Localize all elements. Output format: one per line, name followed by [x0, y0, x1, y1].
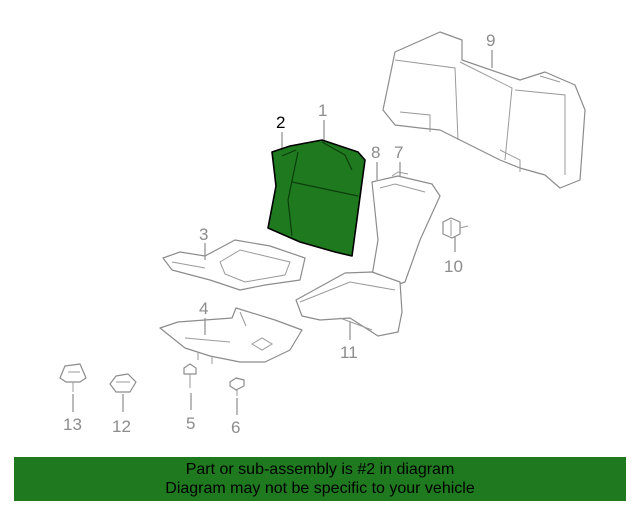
- part-12-retainer: [109, 373, 137, 393]
- callout-2: 2: [276, 113, 285, 132]
- part-10-bolt: [442, 217, 469, 239]
- callout-numbers: 1 2 3 4 5 6 7 8 9 10 11 12 13: [63, 31, 495, 437]
- callout-8: 8: [371, 143, 380, 162]
- callout-12: 12: [112, 417, 131, 436]
- callout-1: 1: [318, 101, 327, 120]
- part-6-fastener: [229, 377, 245, 396]
- part-9-seat-frame: [382, 31, 586, 189]
- part-3-seat-cushion-pad: [162, 239, 306, 291]
- callout-4: 4: [199, 299, 208, 318]
- part-8-side-panel: [371, 171, 441, 289]
- callout-leaders: [72, 50, 493, 415]
- callout-13: 13: [63, 415, 82, 434]
- part-info-banner: Part or sub-assembly is #2 in diagram Di…: [14, 457, 626, 501]
- part-2-seat-back-cover: [267, 139, 366, 257]
- part-13-clip: [59, 363, 87, 392]
- part-11-seat-cushion-cover: [295, 271, 403, 337]
- callout-5: 5: [186, 414, 195, 433]
- part-4-seat-pan: [159, 307, 303, 364]
- callout-11: 11: [340, 343, 358, 362]
- part-5-screw: [183, 363, 197, 388]
- banner-line-part: Part or sub-assembly is #2 in diagram: [185, 461, 455, 478]
- parts-diagram: 1 2 3 4 5 6 7 8 9 10 11 12 13: [59, 31, 586, 437]
- callout-3: 3: [199, 225, 208, 244]
- banner-line-disclaimer: Diagram may not be specific to your vehi…: [165, 480, 475, 497]
- callout-9: 9: [486, 31, 495, 50]
- callout-7: 7: [394, 143, 403, 162]
- callout-6: 6: [231, 418, 240, 437]
- callout-10: 10: [444, 257, 463, 276]
